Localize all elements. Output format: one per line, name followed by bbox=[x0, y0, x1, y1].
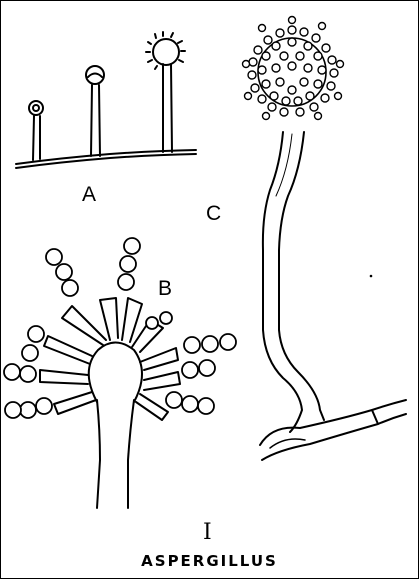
genus-caption: ASPERGILLUS bbox=[0, 554, 419, 569]
label-a: A bbox=[82, 184, 96, 205]
label-c: C bbox=[206, 203, 221, 224]
plate-number: I bbox=[203, 522, 212, 544]
conidiophore-drawing-c bbox=[243, 17, 407, 461]
colony-drawing-a bbox=[16, 32, 196, 168]
vesicle-drawing-b bbox=[4, 238, 236, 508]
label-b: B bbox=[158, 278, 172, 299]
